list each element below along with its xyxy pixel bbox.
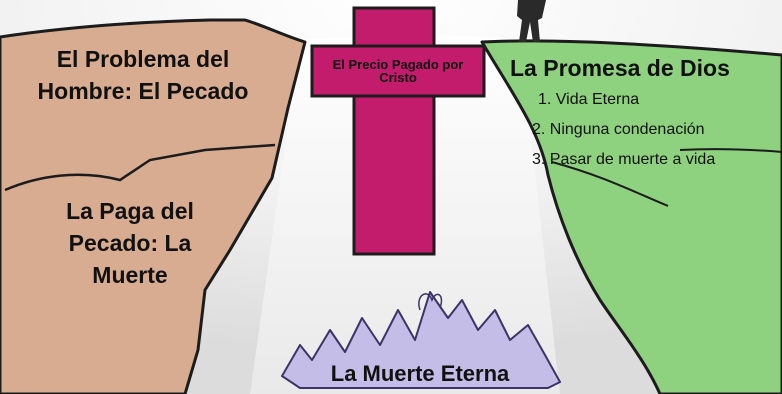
right-cliff bbox=[480, 39, 782, 394]
cross bbox=[310, 6, 486, 256]
promise-item-3: 3. Pasar de muerte a vida bbox=[532, 151, 716, 168]
promise-title: La Promesa de Dios bbox=[510, 55, 730, 81]
flame-wisp bbox=[418, 293, 443, 311]
abyss-label: La Muerte Eterna bbox=[330, 361, 510, 386]
left-cliff bbox=[0, 18, 307, 394]
person-figure bbox=[517, 0, 546, 42]
right-cliff-ledge bbox=[679, 148, 782, 153]
promise-item-1: 1. Vida Eterna bbox=[538, 91, 640, 108]
left-cliff-crack bbox=[4, 143, 276, 192]
cross-label: El Precio Pagado por Cristo bbox=[332, 57, 464, 85]
abyss-flames bbox=[281, 291, 561, 389]
promise-item-2: 2. Ninguna condenación bbox=[532, 121, 705, 138]
right-cliff-crack bbox=[551, 161, 669, 207]
wage-title: La Paga del Pecado: La Muerte bbox=[66, 198, 194, 288]
problem-title: El Problema del Hombre: El Pecado bbox=[37, 46, 249, 104]
